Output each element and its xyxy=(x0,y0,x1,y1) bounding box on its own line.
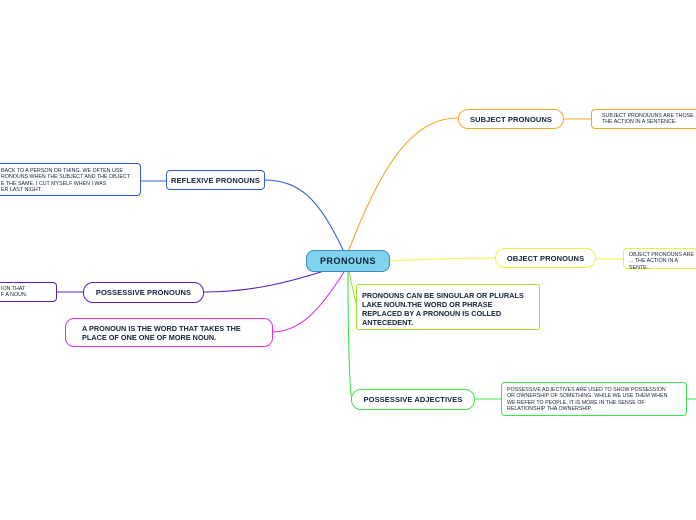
detail-reflexive-line: RONOUNS WHEN THE SUBJECT AND THE OBJECT xyxy=(1,174,130,181)
link-object xyxy=(387,257,497,262)
detail-adjectives-line: POSSESSIVE ADJECTIVES ARE USED TO SHOW P… xyxy=(507,387,666,393)
detail-possessive-line: F A NOUN. xyxy=(1,292,28,299)
link-reflexive xyxy=(263,179,345,253)
detail-reflexive-line: BACK TO A PERSON OR THING. WE OFTEN USE xyxy=(1,168,123,174)
topic-adjectives-label: POSSESSIVE ADJECTIVES xyxy=(363,395,463,404)
detail-adjectives-line: WE REFER TO PEOPLE, IT IS MORE IN THE SE… xyxy=(507,399,645,406)
definition-line: A PRONOUN IS THE WORD THAT TAKES THE xyxy=(82,324,241,333)
detail-reflexive-line: ER LAST NIGHT. xyxy=(1,187,42,194)
topic-object-pronouns[interactable]: OBJECT PRONOUNS xyxy=(495,248,596,268)
detail-reflexive-line: E THE SAME. I CUT MYSELF WHEN I WAS xyxy=(1,180,107,187)
detail-adjectives-line: OR OWNERSHIP OF SOMETHING. WHILE WE USE … xyxy=(507,393,668,400)
link-possessive xyxy=(203,270,325,293)
topic-possessive-pronouns[interactable]: POSSESSIVE PRONOUNS xyxy=(83,282,204,303)
detail-possessive-pronouns[interactable]: ION THAT F A NOUN. xyxy=(0,282,57,302)
topic-pronoun-definition[interactable]: A PRONOUN IS THE WORD THAT TAKES THE PLA… xyxy=(65,318,273,347)
singular-line: ANTECEDENT. xyxy=(362,318,414,327)
detail-subject-text: SUBJECT PRONOUUNS ARE THOSE ... THE ACTI… xyxy=(602,113,696,126)
topic-subject-pronouns[interactable]: SUBJECT PRONOUNS xyxy=(458,109,564,129)
detail-possessive-adjectives[interactable]: POSSESSIVE ADJECTIVES ARE USED TO SHOW P… xyxy=(501,382,687,416)
topic-possessive-label: POSSESSIVE PRONOUNS xyxy=(95,288,192,297)
topic-possessive-adjectives[interactable]: POSSESSIVE ADJECTIVES xyxy=(351,389,475,410)
detail-possessive-line: ION THAT xyxy=(1,286,26,292)
topic-singular-plural[interactable]: PRONOUNS CAN BE SINGULAR OR PLURALS LAKE… xyxy=(356,284,540,330)
link-subject xyxy=(347,117,459,253)
link-adjectives xyxy=(347,271,353,400)
detail-adjectives-line: RELATIONSHIP THA OWNERSHIP. xyxy=(507,406,592,413)
topic-subject-label: SUBJECT PRONOUNS xyxy=(469,114,553,124)
link-definition xyxy=(271,271,345,333)
detail-subject-pronouns[interactable]: SUBJECT PRONOUUNS ARE THOSE ... THE ACTI… xyxy=(591,109,696,129)
detail-object-text: OBJECT PRONOUNS ARE ... THE ACTION IN A … xyxy=(629,252,694,271)
detail-object-pronouns[interactable]: OBJECT PRONOUNS ARE ... THE ACTION IN A … xyxy=(623,248,696,271)
central-topic-label: PRONOUNS xyxy=(319,256,376,266)
singular-line: REPLACED BY A PRONOUN IS COLLED xyxy=(362,309,502,318)
topic-reflexive-pronouns[interactable]: REFLEXIVE PRONOUNS xyxy=(166,170,265,190)
topic-object-label: OBJECT PRONOUNS xyxy=(506,253,585,263)
definition-line: PLACE OF ONE ONE OF MORE NOUN. xyxy=(82,333,217,342)
singular-line: LAKE NOUN.THE WORD OR PHRASE xyxy=(362,300,493,309)
topic-reflexive-label: REFLEXIVE PRONOUNS xyxy=(171,175,260,185)
detail-reflexive-pronouns[interactable]: BACK TO A PERSON OR THING. WE OFTEN USE … xyxy=(0,163,141,196)
singular-line: PRONOUNS CAN BE SINGULAR OR PLURALS xyxy=(362,291,524,300)
central-topic-pronouns[interactable]: PRONOUNS xyxy=(306,250,390,272)
